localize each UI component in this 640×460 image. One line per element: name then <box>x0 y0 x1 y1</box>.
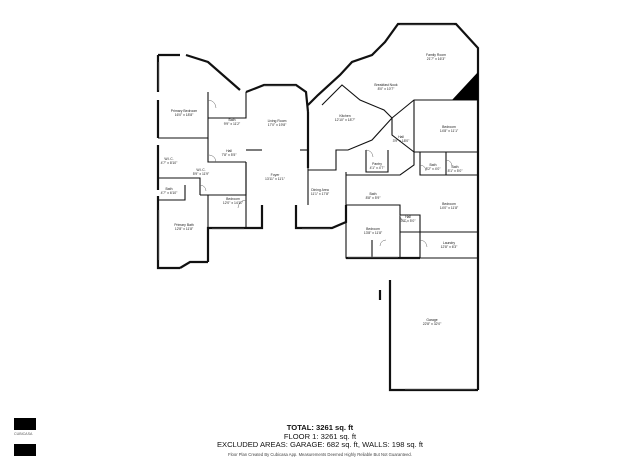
room-breakfast-dim: 8'0" x 10'7" <box>377 87 395 91</box>
room-hall-1-name: Hall <box>226 149 232 153</box>
center-interior <box>246 149 309 205</box>
room-breakfast: Breakfast Nook 8'0" x 10'7" <box>374 83 397 91</box>
room-dining-dim: 11'1" x 17'8" <box>310 192 330 196</box>
room-family-name: Family Room <box>426 53 446 57</box>
room-breakfast-name: Breakfast Nook <box>374 83 398 87</box>
logo-label: CUBICASA <box>14 432 33 436</box>
room-primary-bath-name: Primary Bath <box>174 223 194 227</box>
room-bath-2: Bath 4'7" x 6'10" <box>161 187 178 195</box>
room-bedroom-c-dim: 13'8" x 11'8" <box>363 231 383 235</box>
room-primary-bedroom-name: Primary Bedroom <box>170 109 198 113</box>
room-bath-1: Bath 9'9" x 11'2" <box>224 118 240 126</box>
room-laundry: Laundry 12'8" x 6'3" <box>441 241 458 249</box>
room-primary-bedroom: Primary Bedroom 16'0" x 18'8" <box>171 109 197 117</box>
room-bath-1-dim: 9'9" x 11'2" <box>223 122 241 126</box>
room-laundry-name: Laundry <box>442 241 456 245</box>
center-walls <box>245 83 348 230</box>
room-primary-bath: Primary Bath 12'8" x 11'8" <box>174 223 194 231</box>
area-summary: TOTAL: 3261 sq. ft FLOOR 1: 3261 sq. ft … <box>0 423 640 450</box>
room-hall-3-name: Hall <box>405 215 411 219</box>
room-bath-3-dim: 8'2" x 4'0" <box>425 167 441 171</box>
room-bath-5-dim: 8'8" x 5'9" <box>365 196 381 200</box>
room-living-dim: 17'0" x 19'8" <box>267 123 287 127</box>
room-hall-3-dim: 3'2" x 5'0" <box>400 219 416 223</box>
room-hall-2-name: Hall <box>398 135 404 139</box>
fireplace-marker <box>452 72 478 100</box>
room-bath-2-name: Bath <box>165 187 173 191</box>
room-living-name: Living Room <box>267 119 287 123</box>
room-bath-3-name: Bath <box>429 163 437 167</box>
room-pantry: Pantry 4'1" x 4'7" <box>370 162 385 170</box>
room-kitchen-name: Kitchen <box>339 114 351 118</box>
room-bedroom-c: Bedroom 13'8" x 11'8" <box>364 227 382 235</box>
room-hall-2-dim: 3'9" x 18'0" <box>392 139 410 143</box>
left-wing-walls <box>156 53 246 270</box>
room-dining-name: Dining Area <box>311 188 329 192</box>
north-wing-walls <box>307 22 480 180</box>
room-wic-1-name: W.I.C. <box>164 157 174 161</box>
room-foyer-name: Foyer <box>270 173 280 177</box>
room-bedroom-c-name: Bedroom <box>366 227 380 231</box>
windows <box>158 24 475 390</box>
room-bath-4-name: Bath <box>451 165 459 169</box>
room-primary-bath-dim: 12'8" x 11'8" <box>174 227 194 231</box>
room-foyer-dim: 13'11" x 11'1" <box>265 177 285 181</box>
room-wic-1: W.I.C. 4'7" x 8'10" <box>161 157 178 165</box>
room-dining: Dining Area 11'1" x 17'8" <box>311 188 329 196</box>
room-bedroom-e-dim: 14'0" x 11'8" <box>439 206 459 210</box>
room-bedroom-ne-name: Bedroom <box>442 125 456 129</box>
logo-block-bottom <box>14 444 36 456</box>
room-hall-2: Hall 3'9" x 18'0" <box>393 135 410 143</box>
room-bath-4: Bath 8'1" x 5'0" <box>448 165 463 173</box>
room-bath-3: Bath 8'2" x 4'0" <box>426 163 441 171</box>
room-hall-3: Hall 3'2" x 5'0" <box>401 215 416 223</box>
room-bath-5-name: Bath <box>369 192 377 196</box>
room-kitchen: Kitchen 12'10" x 18'7" <box>335 114 355 122</box>
room-bath-5: Bath 8'8" x 5'9" <box>366 192 381 200</box>
left-wing-interior <box>158 92 247 228</box>
excluded-areas: EXCLUDED AREAS: GARAGE: 682 sq. ft, WALL… <box>216 440 424 450</box>
room-bedroom-e: Bedroom 14'0" x 11'8" <box>440 202 458 210</box>
room-pantry-name: Pantry <box>372 162 382 166</box>
room-wic-2-dim: 5'9" x 11'9" <box>192 172 210 176</box>
room-bath-4-dim: 8'1" x 5'0" <box>447 169 463 173</box>
room-garage-name: Garage <box>426 318 438 322</box>
room-bath-1-name: Bath <box>228 118 236 122</box>
room-family-dim: 21'7" x 16'3" <box>426 57 446 61</box>
cubicasa-logo: CUBICASA <box>14 418 36 458</box>
room-primary-bedroom-dim: 16'0" x 18'8" <box>174 113 194 117</box>
room-bedroom-ne: Bedroom 14'8" x 11'1" <box>440 125 458 133</box>
logo-block-top <box>14 418 36 430</box>
room-kitchen-dim: 12'10" x 18'7" <box>334 118 356 122</box>
room-living: Living Room 17'0" x 19'8" <box>268 119 287 127</box>
room-garage-dim: 22'8" x 32'0" <box>422 322 442 326</box>
footer-disclaimer: Floor Plan Created By Cubicasa App. Meas… <box>228 452 412 457</box>
room-laundry-dim: 12'8" x 6'3" <box>440 245 458 249</box>
total-area: TOTAL: 3261 sq. ft <box>286 423 354 432</box>
room-garage: Garage 22'8" x 32'0" <box>423 318 442 326</box>
room-bedroom-e-name: Bedroom <box>442 202 456 206</box>
room-wic-1-dim: 4'7" x 8'10" <box>160 161 178 165</box>
room-bath-2-dim: 4'7" x 6'10" <box>160 191 178 195</box>
room-bedroom-ne-dim: 14'8" x 11'1" <box>439 129 459 133</box>
room-hall-1-dim: 7'8" x 5'5" <box>221 153 237 157</box>
room-foyer: Foyer 13'11" x 11'1" <box>265 173 285 181</box>
room-bedroom-1-dim: 12'0" x 14'11" <box>222 201 244 205</box>
door-swings <box>199 99 453 248</box>
room-wic-2: W.I.C. 5'9" x 11'9" <box>193 168 209 176</box>
room-bedroom-1: Bedroom 12'0" x 14'11" <box>223 197 243 205</box>
east-wing-walls <box>346 180 480 392</box>
room-family: Family Room 21'7" x 16'3" <box>426 53 446 61</box>
room-bedroom-1-name: Bedroom <box>226 197 240 201</box>
room-hall-1: Hall 7'8" x 5'5" <box>222 149 237 157</box>
floor-area: FLOOR 1: 3261 sq. ft <box>283 431 357 441</box>
room-wic-2-name: W.I.C. <box>196 168 206 172</box>
room-pantry-dim: 4'1" x 4'7" <box>369 166 385 170</box>
